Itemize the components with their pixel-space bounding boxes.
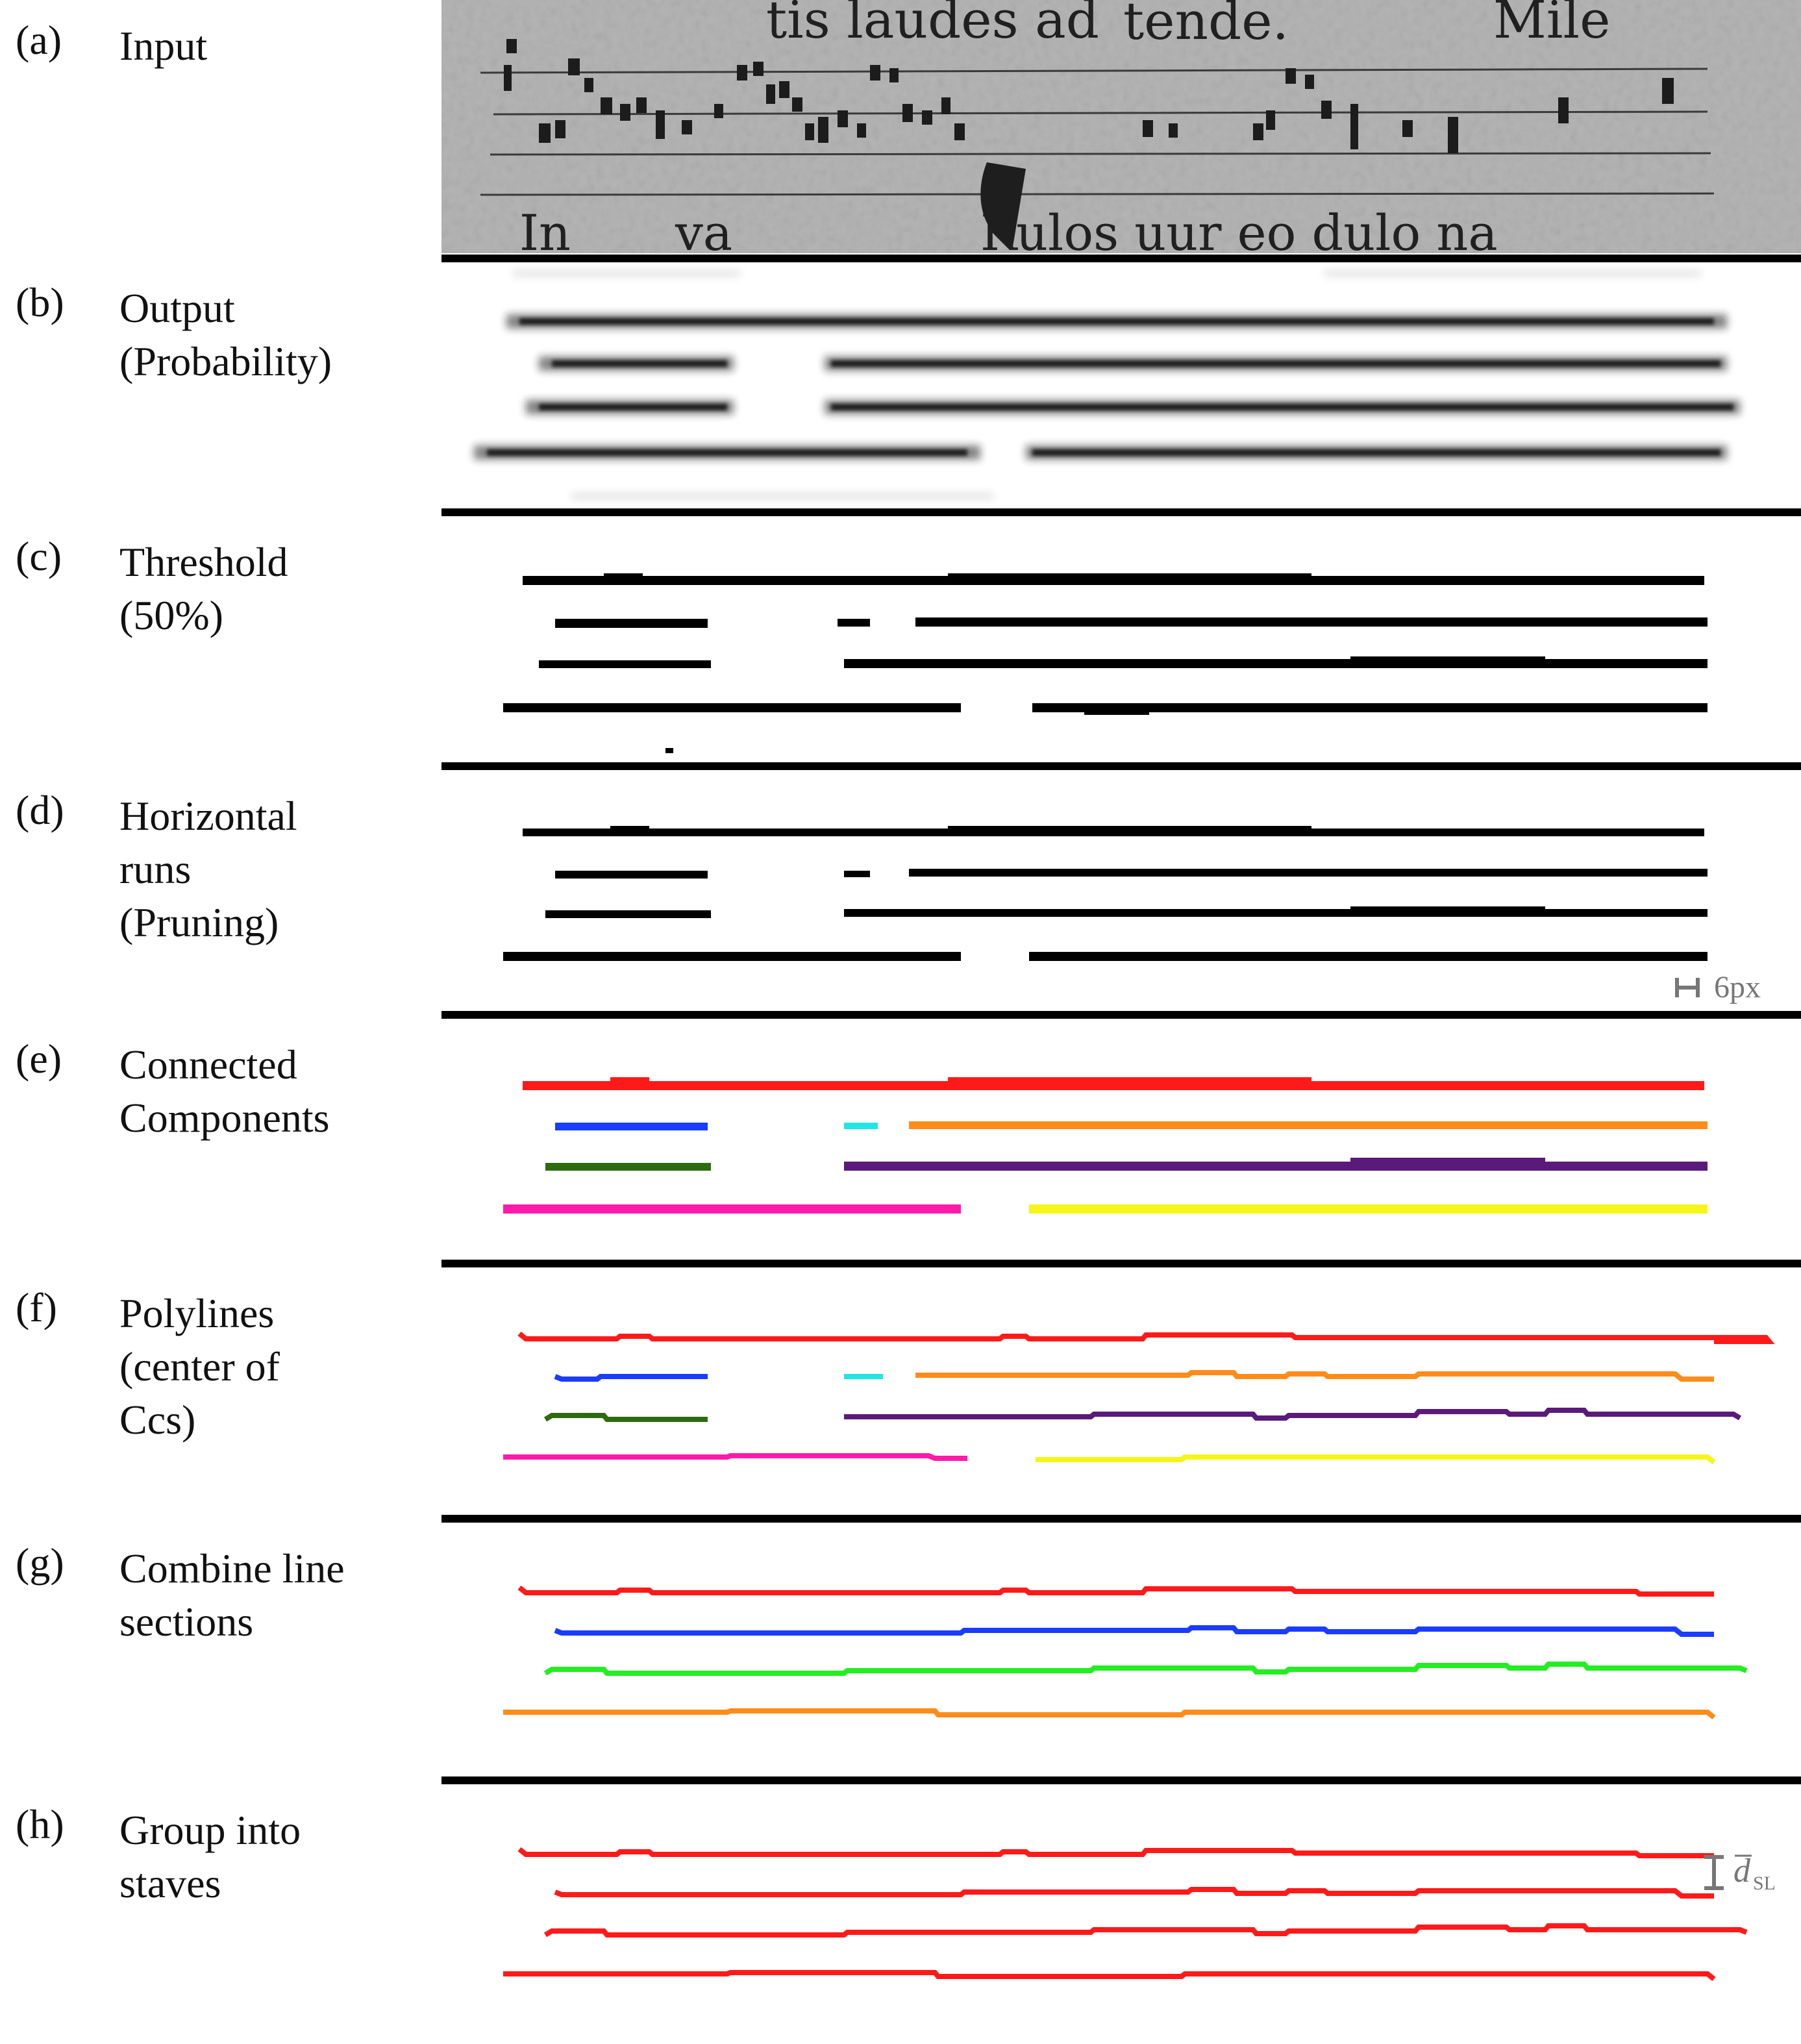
combined-line-orange xyxy=(503,1708,1716,1720)
probability-lines xyxy=(474,270,1740,499)
polyline-magenta xyxy=(503,1453,967,1461)
manuscript-text-bottom-1: In xyxy=(519,204,571,253)
row-input: (a) Input xyxy=(0,0,1801,253)
row-combine-sections: (g) Combine line sections xyxy=(0,1523,1801,1776)
row-threshold: (c) Threshold (50%) xyxy=(0,516,1801,769)
separator xyxy=(441,762,1801,770)
panel-letter: (a) xyxy=(16,17,62,63)
run-length-label: 6px xyxy=(1714,970,1761,1004)
combined-map xyxy=(441,1523,1801,1776)
panel-label: Threshold (50%) xyxy=(119,539,288,638)
polyline-purple xyxy=(844,1408,1742,1421)
runs-map: 6px xyxy=(441,770,1801,1023)
manuscript-text-top-2: tende. xyxy=(1123,0,1289,51)
panel-letter: (c) xyxy=(16,533,62,579)
component-darkgreen xyxy=(545,1163,711,1171)
staff-line xyxy=(543,1923,1748,1938)
polyline-group xyxy=(503,1331,1775,1465)
manuscript-text-bottom-2: va xyxy=(675,204,732,253)
staff-distance-symbol: d xyxy=(1733,1852,1751,1889)
input-image: tis laudes ad tende. Mile In va Kulos uu… xyxy=(441,0,1801,253)
probability-map xyxy=(441,262,1801,516)
manuscript-text-bottom-3: Kulos uur eo dulo na xyxy=(980,204,1498,253)
panel-letter: (g) xyxy=(16,1539,64,1586)
component-yellow xyxy=(1029,1204,1708,1214)
probability-svg xyxy=(474,270,1740,499)
staff-distance-bracket xyxy=(1704,1855,1724,1890)
component-red xyxy=(610,1077,649,1082)
pruned-lines xyxy=(503,826,1708,961)
polyline-yellow xyxy=(1036,1454,1716,1465)
separator xyxy=(441,1515,1801,1523)
panel-letter: (e) xyxy=(16,1036,62,1082)
panel-label: Output (Probability) xyxy=(119,285,332,384)
threshold-svg xyxy=(503,573,1708,753)
run-length-bracket xyxy=(1675,978,1700,997)
component-blue xyxy=(555,1123,708,1130)
panel-letter: (b) xyxy=(16,279,64,325)
row-horizontal-runs: (d) Horizontal runs (Pruning) 6px xyxy=(0,770,1801,1023)
separator xyxy=(441,1776,1801,1784)
staves-svg: d SL xyxy=(503,1847,1776,1982)
polyline-darkgreen xyxy=(543,1413,708,1422)
manuscript-text-top-3: Mile xyxy=(1493,0,1610,50)
runs-svg: 6px xyxy=(503,826,1761,1004)
combined-svg xyxy=(503,1585,1748,1720)
polylines-svg xyxy=(503,1331,1775,1465)
manuscript-image: tis laudes ad tende. Mile In va Kulos uu… xyxy=(441,0,1801,253)
staff-line xyxy=(517,1847,1714,1858)
separator xyxy=(441,1011,1801,1019)
combined-line-blue xyxy=(554,1625,1714,1637)
staff-line xyxy=(503,1970,1716,1982)
component-orange xyxy=(909,1121,1708,1129)
staff-lines-ink xyxy=(480,68,1715,196)
parchment-texture xyxy=(441,0,1801,253)
component-purple xyxy=(1350,1158,1545,1163)
separator xyxy=(441,508,1801,516)
row-connected-components: (e) Connected Components xyxy=(0,1019,1801,1272)
separator xyxy=(441,255,1801,262)
separator xyxy=(441,1260,1801,1267)
threshold-map xyxy=(441,516,1801,769)
row-polylines: (f) Polylines (center of Ccs) xyxy=(0,1267,1801,1521)
panel-letter: (d) xyxy=(16,787,64,833)
probability-core xyxy=(487,318,1733,456)
staff-lines xyxy=(503,1847,1748,1982)
row-group-staves: (h) Group into staves d SL xyxy=(0,1784,1801,2038)
panel-label: Input xyxy=(119,23,208,69)
panel-label: Combine line sections xyxy=(119,1545,345,1645)
components-map xyxy=(441,1019,1801,1272)
component-red xyxy=(948,1077,1311,1082)
staff-line xyxy=(554,1887,1714,1899)
panel-letter: (h) xyxy=(16,1801,64,1847)
neume-marks xyxy=(504,39,1674,153)
polyline-blue xyxy=(554,1374,708,1382)
manuscript-text-top-1: tis laudes ad xyxy=(766,0,1099,50)
combined-line-red xyxy=(517,1585,1714,1597)
panel-label: Connected Components xyxy=(119,1041,330,1141)
polyline-red xyxy=(517,1331,1775,1344)
staff-distance-subscript: SL xyxy=(1753,1873,1776,1894)
panel-label: Group into staves xyxy=(119,1807,301,1906)
threshold-lines xyxy=(503,573,1708,753)
panel-letter: (f) xyxy=(16,1284,57,1330)
panel-label: Polylines (center of Ccs) xyxy=(119,1290,280,1443)
component-magenta xyxy=(503,1204,961,1214)
component-purple xyxy=(844,1162,1708,1171)
combined-line-green xyxy=(543,1662,1748,1676)
manuscript-text: tis laudes ad tende. Mile In va Kulos uu… xyxy=(519,0,1610,253)
panel-label: Horizontal runs (Pruning) xyxy=(119,793,297,945)
row-probability: (b) Output (Probability) xyxy=(0,262,1801,516)
probability-faint xyxy=(513,270,1701,499)
components-svg xyxy=(503,1077,1708,1214)
polylines-map xyxy=(441,1267,1801,1521)
probability-halo xyxy=(474,314,1740,460)
polyline-orange xyxy=(915,1370,1714,1382)
staves-map: d SL xyxy=(441,1784,1801,2038)
component-red xyxy=(523,1081,1704,1090)
component-cyan xyxy=(844,1123,878,1129)
initial-letter-flourish xyxy=(980,162,1026,247)
combined-lines xyxy=(503,1585,1748,1720)
